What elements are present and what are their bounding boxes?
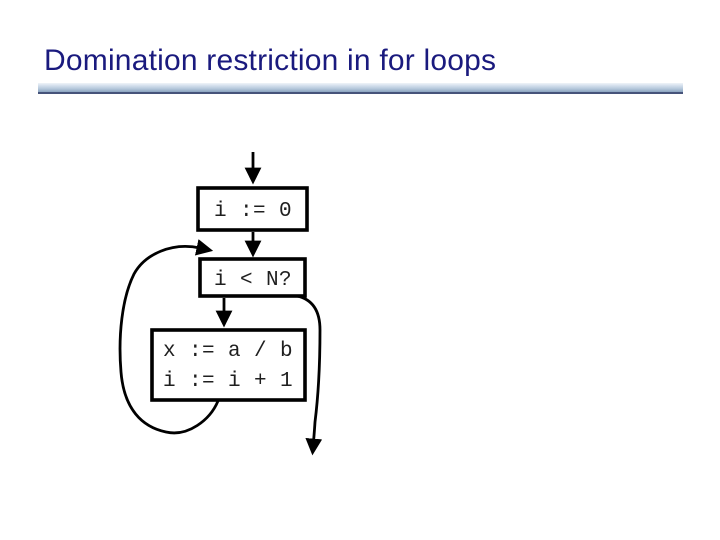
edge-loop-back-arrow: [118, 239, 220, 435]
flowchart-node-body-line2: i := i + 1: [163, 370, 293, 393]
edge-exit-arrow: [296, 294, 323, 456]
flowchart-node-init-label: i := 0: [214, 200, 292, 223]
flowchart-node-cond: [198, 257, 307, 298]
flowchart-node-init: [196, 186, 309, 232]
flowchart-node-cond-label: i < N?: [214, 269, 292, 292]
slide-title: Domination restriction in for loops: [44, 44, 497, 77]
flowchart-node-body: [150, 328, 307, 402]
title-underline-rule: [38, 83, 683, 94]
flowchart-node-body-line1: x := a / b: [163, 340, 293, 363]
